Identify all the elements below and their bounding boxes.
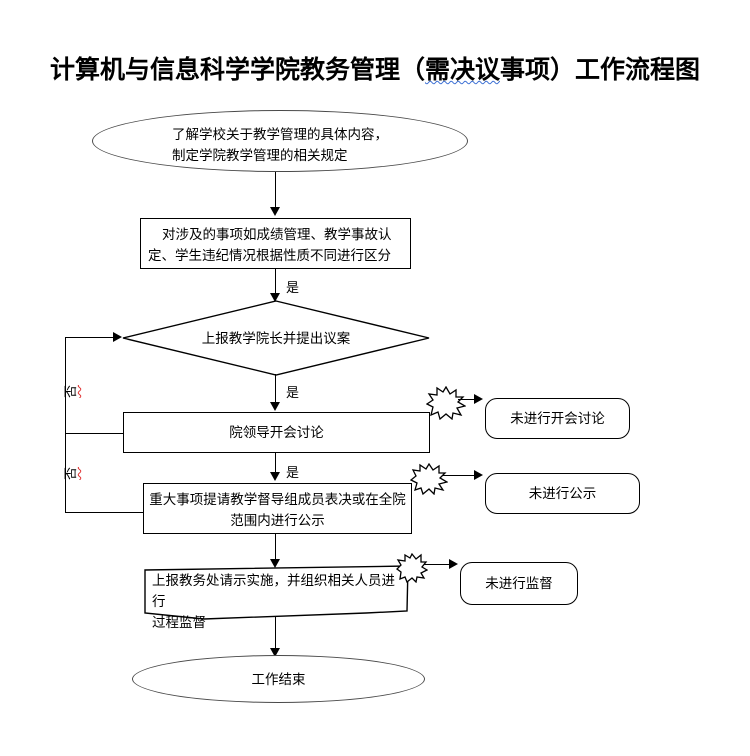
exception-notice-shape — [485, 473, 640, 514]
explosion-icon-monitor — [396, 553, 428, 583]
node-vote-shape — [143, 483, 412, 534]
node-implement-label: 上报教务处请示实施，并组织相关人员进行 过程监督 — [152, 573, 395, 630]
edge-classify-to-decision — [275, 269, 276, 296]
edge-meeting-to-exception-1 — [458, 399, 477, 400]
title-spellcheck-flagged: 需决议 — [424, 57, 500, 84]
edge-implement-to-exception-3 — [424, 564, 452, 565]
exception-meeting-label: 未进行开会讨论 — [510, 411, 605, 426]
feedback-1-vertical — [65, 337, 66, 433]
arrowhead-feedback-1 — [113, 332, 122, 342]
arrowhead-exception-1 — [474, 394, 483, 404]
title-part-before: 计算机与信息科学学院教务管理（ — [49, 57, 425, 84]
feedback-2-horizontal-out — [65, 512, 143, 513]
node-start-shape — [92, 110, 468, 172]
edge-label-yes-3: 是 — [286, 465, 300, 480]
feedback-2-vertical — [65, 433, 66, 512]
node-classify-label: 对涉及的事项如成绩管理、教学事故认定、学生违纪情况根据性质不同进行区分 — [148, 227, 392, 263]
node-decision-shape — [122, 300, 430, 376]
explosion-icon-notice — [410, 463, 448, 495]
arrowhead-exception-3 — [449, 559, 458, 569]
edge-label-no-2: 否 — [63, 466, 78, 480]
arrowhead-vote-to-implement — [270, 559, 280, 568]
edge-label-yes-1: 是 — [286, 280, 300, 295]
edge-vote-to-exception-2 — [442, 475, 477, 476]
node-decision-label: 上报教学院长并提出议案 — [201, 331, 351, 346]
explosion-icon-meeting — [426, 386, 466, 420]
arrowhead-start-to-classify — [270, 207, 280, 216]
node-end-shape — [132, 655, 425, 703]
edge-vote-to-implement — [275, 534, 276, 561]
arrowhead-meeting-to-vote — [270, 472, 280, 481]
node-vote-label: 重大事项提请教学督导组成员表决或在全院范围内进行公示 — [149, 492, 406, 528]
exception-monitor-shape — [460, 562, 578, 605]
edge-implement-to-end — [275, 617, 276, 650]
feedback-1-horizontal-out — [65, 433, 123, 434]
arrowhead-implement-to-end — [270, 648, 280, 657]
edge-label-no-1: 否 — [63, 384, 78, 398]
edge-start-to-classify — [275, 172, 276, 209]
arrowhead-exception-2 — [474, 470, 483, 480]
feedback-1-horizontal-in — [65, 337, 115, 338]
node-classify-shape — [140, 218, 411, 269]
node-meeting-label: 院领导开会讨论 — [229, 425, 324, 440]
edge-label-yes-2: 是 — [286, 385, 300, 400]
exception-notice-label: 未进行公示 — [528, 486, 597, 501]
title-part-after: 事项）工作流程图 — [500, 57, 701, 84]
node-end-label: 工作结束 — [251, 672, 306, 687]
exception-meeting-shape — [485, 398, 630, 439]
exception-monitor-label: 未进行监督 — [485, 576, 553, 591]
edge-decision-to-meeting — [275, 374, 276, 404]
node-meeting-shape — [123, 412, 430, 453]
arrowhead-decision-to-meeting — [270, 402, 280, 411]
edge-meeting-to-vote — [275, 453, 276, 475]
node-start-label: 了解学校关于教学管理的具体内容， 制定学院教学管理的相关规定 — [172, 127, 388, 163]
page-title: 计算机与信息科学学院教务管理（需决议事项）工作流程图 — [0, 50, 750, 86]
arrowhead-classify-to-decision — [270, 293, 280, 302]
